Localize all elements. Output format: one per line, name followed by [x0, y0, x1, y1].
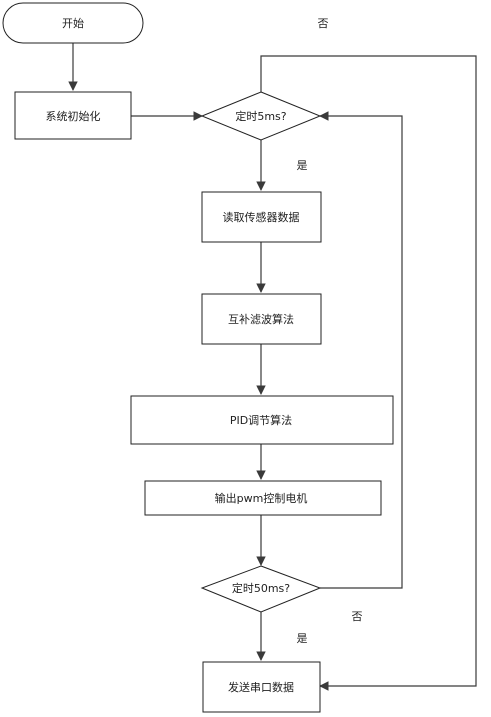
pwm-label: 输出pwm控制电机: [215, 491, 308, 505]
timer5-decision-shape: [200, 91, 322, 141]
edge-timer50-no-timer5: [319, 111, 403, 589]
pwm-process-shape: [144, 480, 382, 516]
timer5-label: 定时5ms?: [235, 109, 286, 123]
timer50-decision-shape: [200, 565, 322, 613]
pid-label: PID调节算法: [230, 413, 292, 427]
node-init: 系统初始化: [14, 91, 132, 140]
node-pwm: 输出pwm控制电机: [144, 480, 382, 516]
node-filter: 互补滤波算法: [201, 293, 322, 345]
edge-label-timer50-yes: 是: [297, 632, 308, 645]
node-pid: PID调节算法: [130, 395, 394, 445]
start-label: 开始: [62, 16, 84, 30]
edge-label-timer50-no: 否: [352, 610, 363, 623]
edge-timer5-no-serial: [260, 55, 477, 691]
init-process-shape: [14, 91, 132, 140]
edges: [68, 43, 477, 691]
edge-label-timer5-no: 否: [318, 17, 329, 30]
node-read: 读取传感器数据: [201, 191, 322, 243]
edge-label-timer5-yes: 是: [297, 159, 308, 172]
node-timer5: 定时5ms?: [200, 91, 322, 141]
node-serial: 发送串口数据: [202, 661, 321, 713]
read-label: 读取传感器数据: [223, 210, 300, 224]
node-timer50: 定时50ms?: [200, 565, 322, 613]
start-terminal-shape: [2, 2, 144, 44]
node-start: 开始: [2, 2, 144, 44]
init-label: 系统初始化: [46, 109, 101, 123]
filter-process-shape: [201, 293, 322, 345]
serial-process-shape: [202, 661, 321, 713]
filter-label: 互补滤波算法: [228, 312, 294, 326]
timer50-label: 定时50ms?: [232, 581, 290, 595]
pid-process-shape: [130, 395, 394, 445]
serial-label: 发送串口数据: [228, 680, 294, 694]
read-process-shape: [201, 191, 322, 243]
